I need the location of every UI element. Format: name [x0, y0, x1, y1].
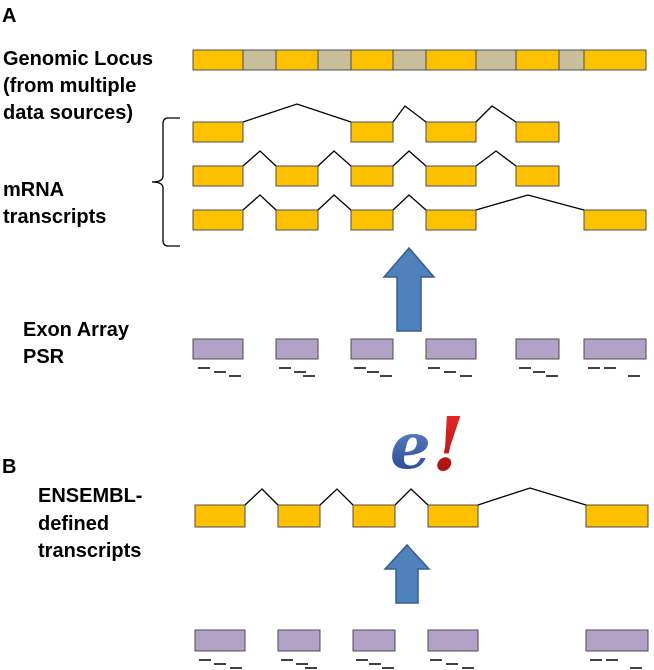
intron-line [392, 150, 427, 167]
ensembl-logo-e: e [390, 409, 431, 480]
intron-line [475, 194, 585, 211]
locus-exon [350, 49, 394, 71]
psr-probe [350, 338, 394, 360]
intron-line [392, 194, 427, 211]
intron-line [242, 150, 277, 167]
ensembl-logo-bang: ! [432, 402, 464, 480]
psr-probe [352, 629, 396, 652]
exon [192, 209, 244, 231]
locus-intron-block [242, 49, 277, 71]
ensembl-label-line2: defined [38, 513, 110, 535]
exon [515, 165, 560, 187]
exon [350, 121, 394, 143]
mrna-transcript-3 [192, 194, 647, 231]
exon [350, 165, 394, 187]
exon [583, 209, 647, 231]
locus-intron-block [392, 49, 427, 71]
psr-probe [583, 338, 647, 360]
intron-line [477, 487, 587, 506]
transcripts-brace [151, 117, 180, 247]
mrna-transcript-2 [192, 150, 560, 187]
locus-intron-block [558, 49, 585, 71]
exon [585, 504, 649, 528]
genomic-locus-label-line2: (from multiple [3, 75, 137, 97]
genomic-locus-label-line1: Genomic Locus [3, 48, 154, 70]
locus-exon [275, 49, 319, 71]
intron-line [475, 105, 517, 123]
exon [425, 121, 477, 143]
locus-intron-block [475, 49, 517, 71]
ensembl-label-line1: ENSEMBL- [38, 485, 143, 507]
intron-line [242, 103, 352, 123]
exon [515, 121, 560, 143]
mrna-transcript-1 [192, 103, 560, 143]
exon [425, 165, 477, 187]
psr-probe [425, 338, 477, 360]
ensembl-transcript [194, 487, 649, 528]
exon [350, 209, 394, 231]
intron-line [394, 488, 429, 506]
intron-line [242, 194, 277, 211]
exon [277, 504, 321, 528]
psr-probe [277, 629, 321, 652]
locus-exon [192, 49, 244, 71]
mrna-label-line1: mRNA [3, 179, 65, 201]
exon [427, 504, 479, 528]
panel-label-a: A [2, 5, 17, 27]
genomic-locus-bar [192, 49, 647, 71]
psr-probe [275, 338, 319, 360]
exon-array-psr-row [192, 338, 647, 377]
exon [192, 121, 244, 143]
up-arrow-icon [382, 246, 436, 332]
exon [352, 504, 396, 528]
psr-probe [585, 629, 649, 652]
intron-line [475, 150, 517, 167]
ensembl-psr-row [194, 629, 649, 669]
exon [194, 504, 246, 528]
intron-line [392, 105, 427, 123]
exon [275, 165, 319, 187]
psr-probe [192, 338, 244, 360]
locus-exon [583, 49, 647, 71]
intron-line [244, 488, 279, 506]
locus-exon [425, 49, 477, 71]
panel-label-b: B [2, 456, 17, 478]
intron-line [317, 150, 352, 167]
exon-array-label-line1: Exon Array [23, 319, 129, 341]
exon [275, 209, 319, 231]
genomic-locus-label-line3: data sources) [3, 102, 134, 124]
intron-line [319, 488, 354, 506]
mrna-label-line2: transcripts [3, 206, 107, 228]
exon [192, 165, 244, 187]
ensembl-label-line3: transcripts [38, 540, 142, 562]
intron-line [317, 194, 352, 211]
locus-exon [515, 49, 560, 71]
psr-probe [194, 629, 246, 652]
ensembl-logo: e ! [390, 402, 464, 480]
locus-intron-block [317, 49, 352, 71]
probe-ticks [199, 659, 642, 669]
psr-probe [427, 629, 479, 652]
psr-probe [515, 338, 560, 360]
exon [425, 209, 477, 231]
up-arrow-icon [383, 543, 431, 604]
exon-array-label-line2: PSR [23, 346, 65, 368]
probe-ticks [198, 367, 640, 377]
